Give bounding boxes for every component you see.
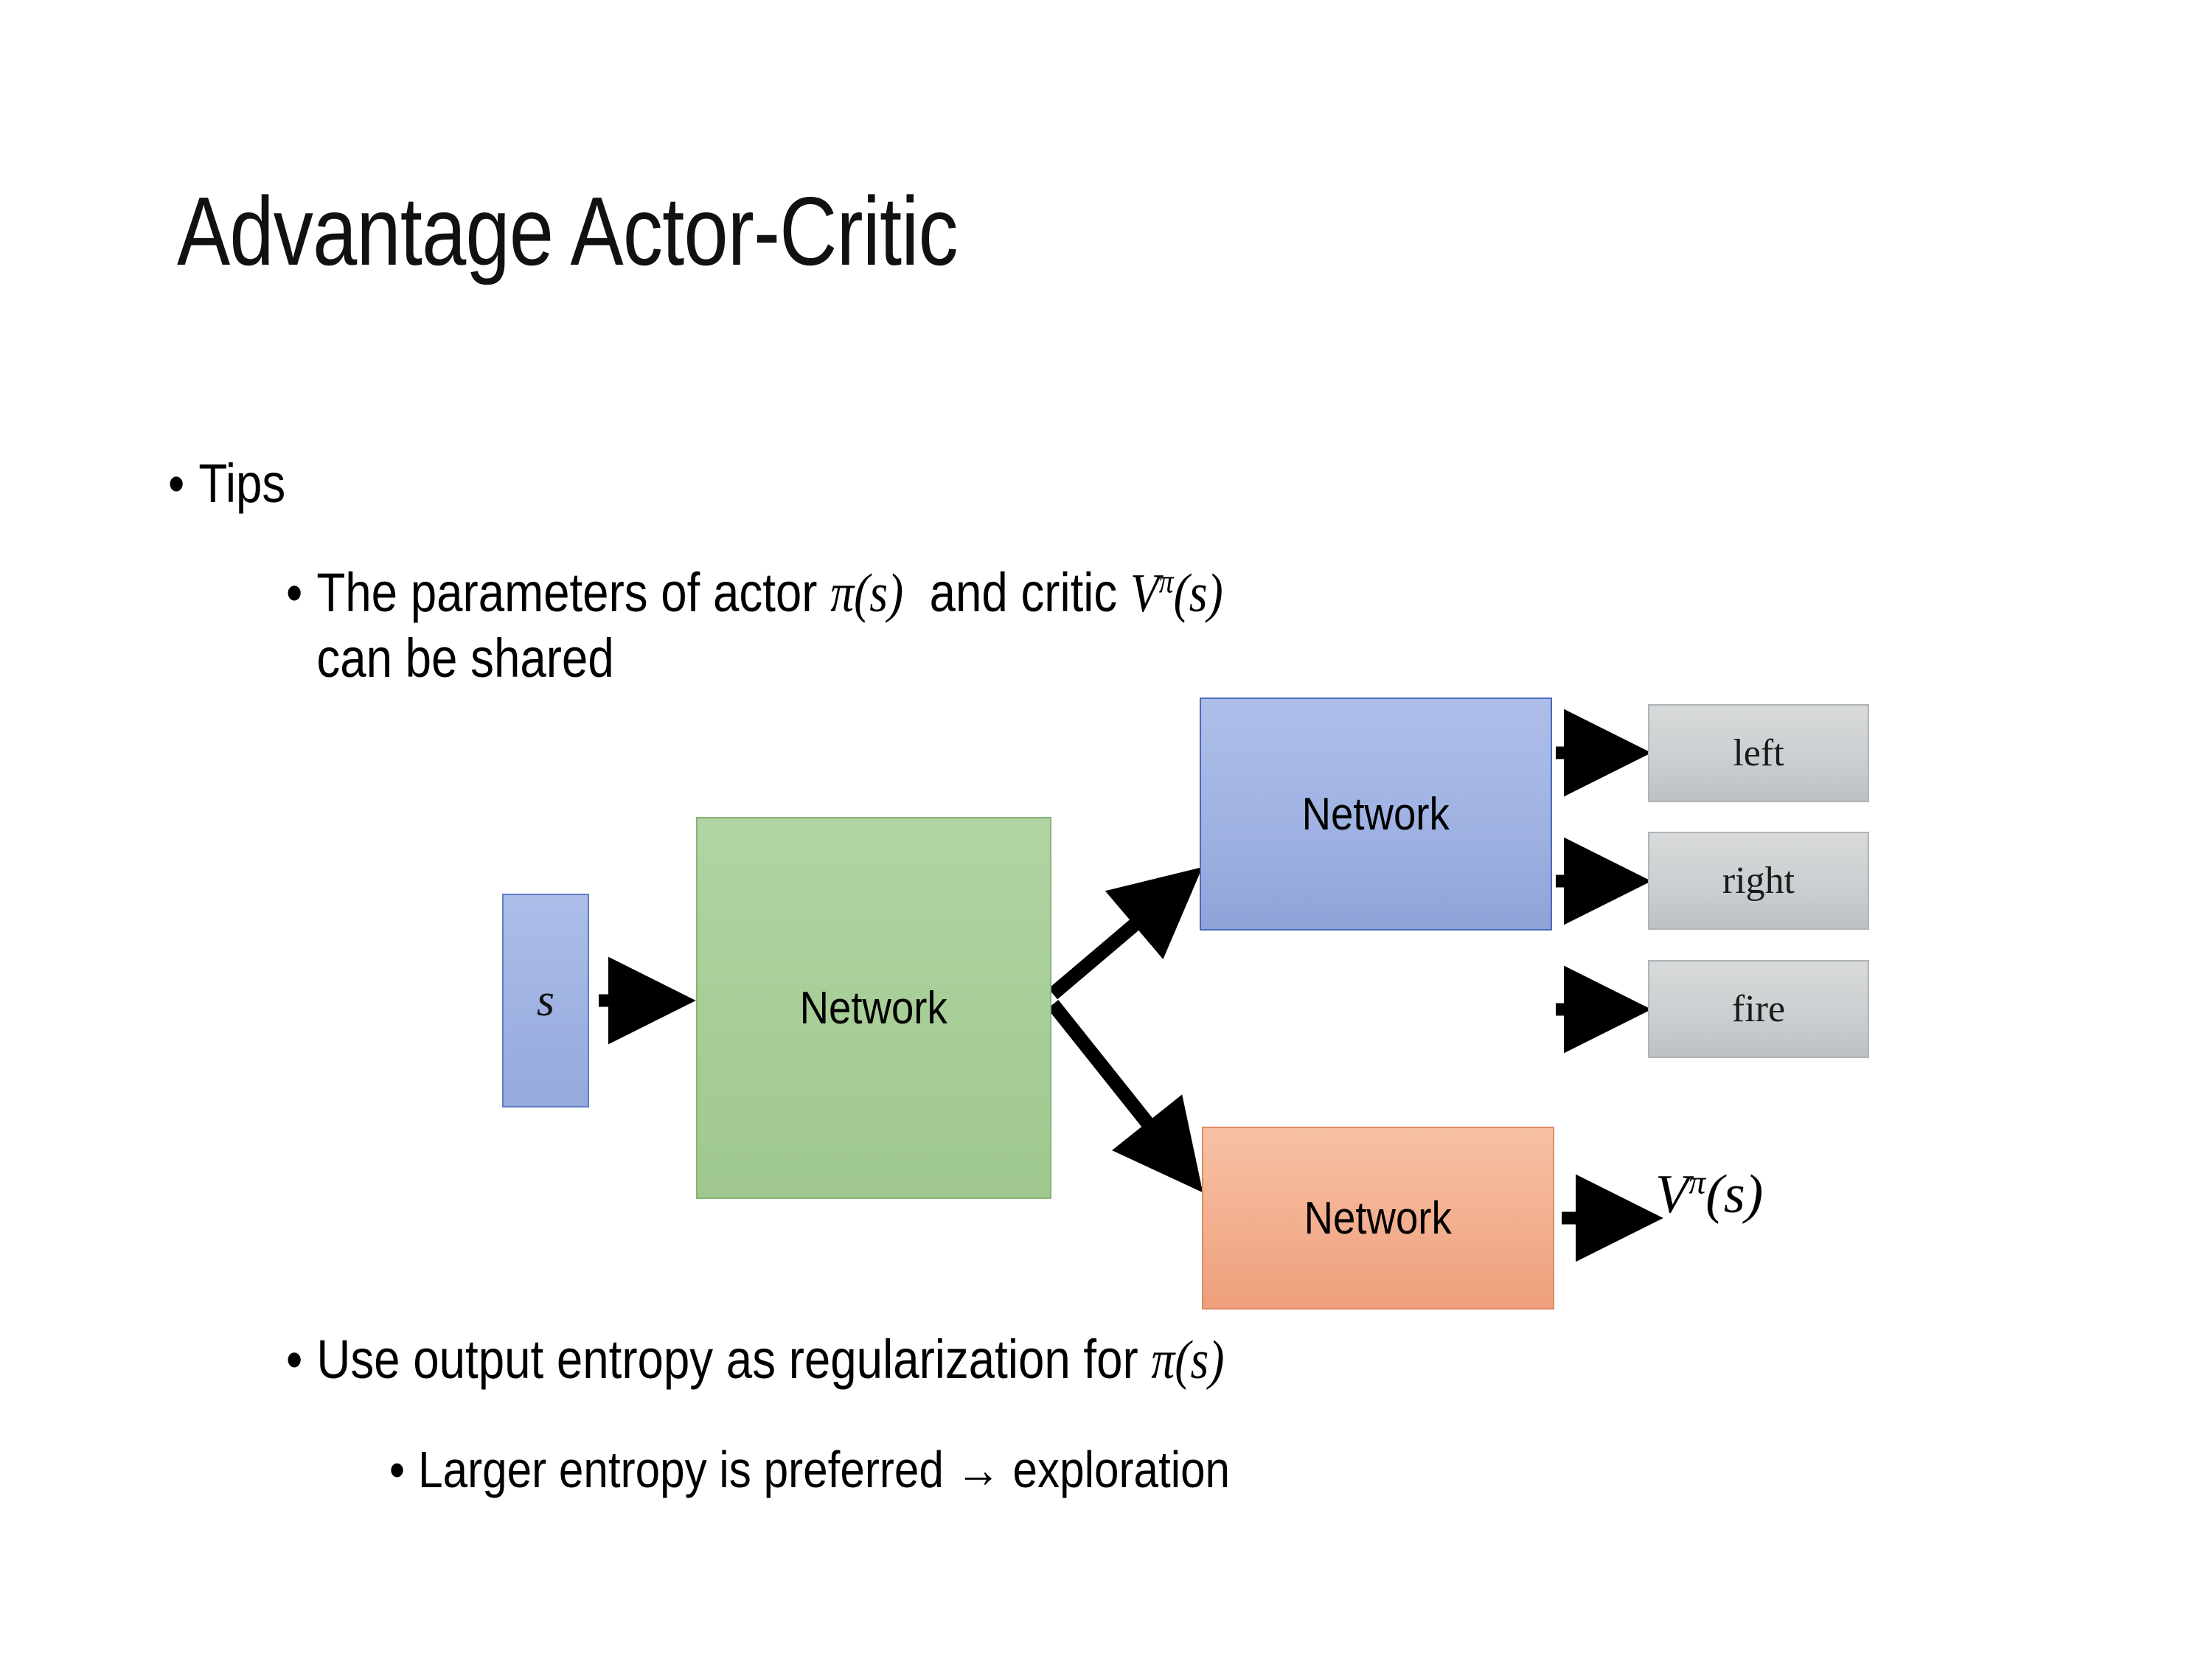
bullet-marker: • [389,1441,406,1498]
math-v-superscript: π [1158,562,1174,600]
node-actor-network: Network [1200,698,1552,931]
output-action-left-label: left [1733,732,1784,774]
node-actor-network-label: Network [1301,788,1450,840]
arrow-shared-to-actor [1048,867,1203,1000]
bullet-marker: • [286,562,303,623]
bullet-marker: • [286,1329,303,1390]
entropy-text: Use output entropy as regularization for [316,1329,1152,1390]
node-critic-network-label: Network [1304,1192,1453,1244]
bullet-entropy-text: Use output entropy as regularization for… [316,1327,1224,1393]
output-value-function: Vπ(s) [1655,1164,1763,1226]
math-value-v-pi: Vπ(s) [1130,563,1223,624]
output-action-left: left [1648,704,1869,802]
node-shared-network-label: Network [799,982,948,1034]
bullet-shared-parameters: • The parameters of actor π(s) and criti… [286,560,1808,691]
params-line2: can be shared [316,627,614,689]
bullet-shared-parameters-text: The parameters of actor π(s) and critic … [316,560,1222,691]
bullet-tips-label: Tips [198,453,286,514]
params-text-part2: and critic [903,562,1130,623]
math-policy-pi-s: π(s) [830,563,904,624]
math-v-argument: (s) [1173,563,1223,624]
bullet-entropy-regularization: • Use output entropy as regularization f… [286,1327,1224,1393]
output-action-right-label: right [1722,860,1795,902]
node-state-label: s [536,975,555,1026]
output-action-fire: fire [1648,960,1869,1058]
bullet-marker: • [168,453,185,514]
value-v-argument: (s) [1705,1164,1764,1225]
bullet-larger-entropy: • Larger entropy is preferred → explorat… [389,1439,1230,1500]
bullet-tips: • Tips [168,451,285,515]
math-v-base: V [1130,563,1159,624]
output-action-fire-label: fire [1731,988,1786,1030]
node-state-input: s [502,894,589,1107]
page-title: Advantage Actor-Critic [177,177,959,285]
params-text-part1: The parameters of actor [316,562,831,623]
node-critic-network: Network [1202,1127,1554,1310]
arrow-shared-to-critic [1047,1000,1203,1193]
value-v-base: V [1655,1164,1689,1225]
value-v-superscript: π [1688,1163,1706,1201]
bullet-larger-entropy-label: Larger entropy is preferred → exploratio… [418,1441,1231,1498]
node-shared-network: Network [696,817,1051,1199]
output-action-right: right [1648,832,1869,930]
math-policy-pi-s: π(s) [1151,1330,1225,1391]
